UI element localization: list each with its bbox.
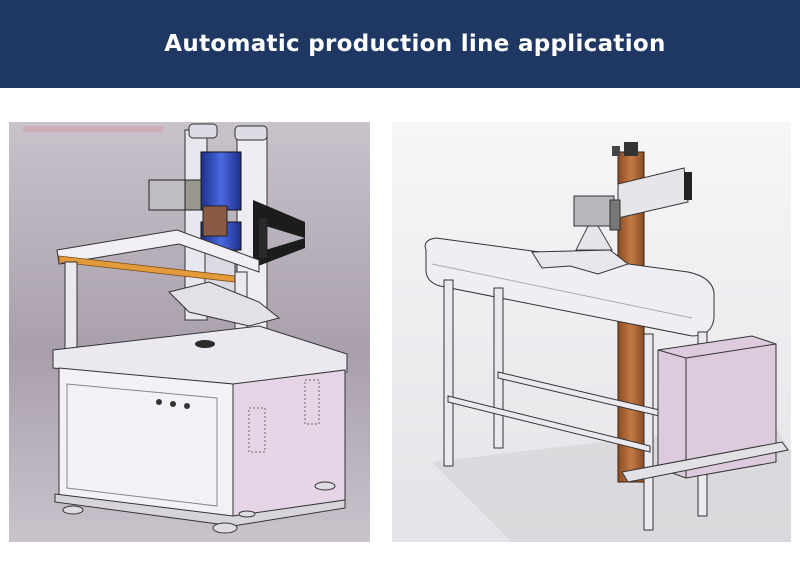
laser-marking-machine-illustration [9, 122, 370, 542]
conveyor-laser-marking-illustration [392, 122, 791, 542]
laser-head [573, 195, 615, 227]
laser-head [148, 179, 190, 211]
cabinet-side [232, 369, 346, 519]
blue-rail-upper [200, 151, 242, 211]
conveyor-laser-marking-image [392, 122, 791, 542]
laser-marking-machine-image [9, 122, 370, 542]
conveyor-belt [424, 237, 715, 337]
header-banner: Automatic production line application [0, 0, 800, 88]
field-lens-cone [575, 225, 613, 251]
cabinet-front [58, 367, 234, 519]
workpiece [531, 249, 630, 275]
page-title: Automatic production line application [164, 31, 666, 57]
